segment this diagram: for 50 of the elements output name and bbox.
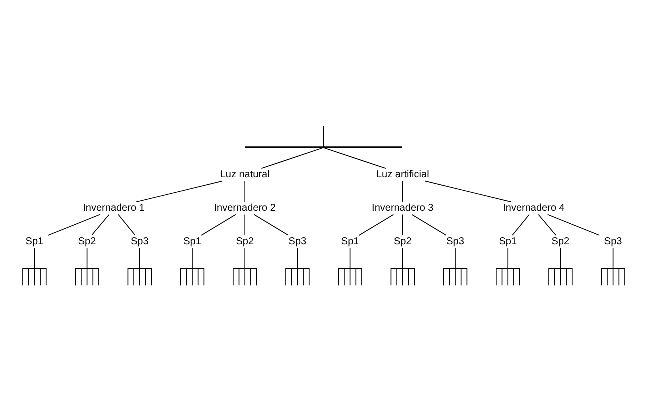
node-text: Sp1 [499, 236, 518, 248]
connector [297, 248, 298, 270]
node-text: Sp3 [446, 236, 464, 248]
connector [139, 248, 140, 270]
connector [358, 214, 394, 236]
connector [350, 248, 351, 270]
connector [244, 248, 246, 270]
connector [192, 248, 193, 270]
connector [323, 148, 387, 170]
connector [48, 214, 101, 236]
connector [323, 126, 324, 148]
node-text: Invernadero 4 [503, 203, 565, 214]
connector [402, 180, 404, 203]
connector [547, 214, 600, 236]
connector [412, 214, 447, 236]
connector [254, 214, 290, 236]
connector [244, 214, 246, 236]
connector [201, 214, 236, 236]
connector [34, 248, 36, 270]
connector [86, 248, 88, 270]
node-text: Sp3 [604, 236, 622, 248]
node-text: Sp1 [184, 236, 202, 248]
connector [402, 214, 404, 236]
node-text: Sp2 [552, 236, 570, 248]
node-text: Sp3 [130, 236, 149, 248]
connector [455, 248, 456, 270]
connector [512, 214, 530, 236]
node-text: Invernadero 2 [214, 203, 276, 214]
connector [91, 214, 110, 236]
connector [118, 214, 136, 236]
node-text: Sp1 [341, 236, 360, 248]
connector [538, 214, 557, 236]
node-text: Luz artificial [376, 170, 430, 181]
node-bar [245, 146, 402, 148]
connector [612, 248, 614, 270]
node-text: Sp3 [288, 236, 307, 248]
node-text: Sp2 [394, 236, 412, 248]
node-text: Invernadero 3 [372, 203, 434, 214]
connector [508, 248, 509, 270]
node-text: Sp2 [78, 236, 96, 248]
connector [136, 180, 223, 203]
connector [425, 180, 512, 203]
node-text: Sp1 [26, 236, 44, 248]
node-text: Sp2 [236, 236, 254, 248]
connector [560, 248, 562, 270]
node-text: Luz natural [220, 170, 270, 181]
connector [402, 248, 404, 270]
connector [244, 180, 246, 203]
node-text: Invernadero 1 [83, 203, 145, 214]
connector [261, 148, 324, 170]
